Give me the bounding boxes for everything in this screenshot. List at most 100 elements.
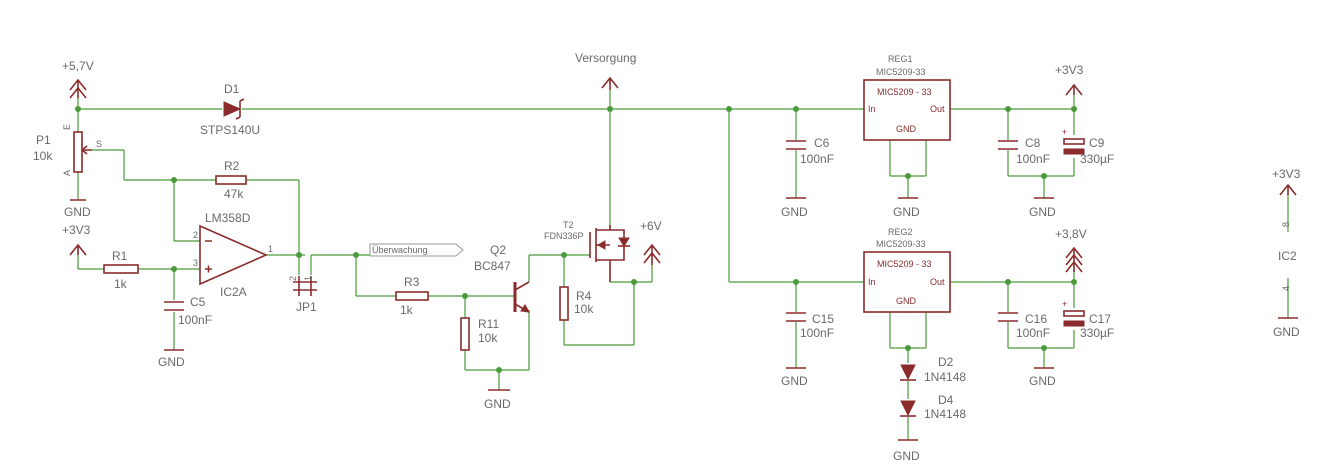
c6-value: 100nF — [800, 152, 834, 166]
p1-value: 10k — [33, 149, 53, 163]
c16-value: 100nF — [1016, 326, 1050, 340]
gnd-label-d4: GND — [893, 449, 920, 463]
capacitor-c17: + C17 330µF — [1062, 299, 1114, 340]
transistor-q2: Q2 BC847 — [474, 243, 530, 313]
reg2-name: REG2 — [888, 227, 913, 237]
c9-value: 330µF — [1080, 152, 1114, 166]
c17-value: 330µF — [1080, 326, 1114, 340]
supply-33v-reg1: +3V3 — [1055, 63, 1084, 96]
ic2-pin4: 4 — [1281, 286, 1291, 291]
d2-value: 1N4148 — [924, 370, 966, 384]
potentiometer-p1: P1 10k S E A — [33, 124, 102, 176]
supply-38v-label: +3,8V — [1055, 227, 1087, 241]
d4-name: D4 — [938, 393, 954, 407]
r2-name: R2 — [224, 159, 240, 173]
c6-name: C6 — [814, 136, 830, 150]
ic2a-pin2: 2 — [193, 230, 198, 240]
ic2a-pin1: 1 — [268, 244, 273, 254]
r1-name: R1 — [112, 249, 128, 263]
q2-name: Q2 — [490, 243, 506, 257]
gnd-label-c5: GND — [158, 355, 185, 369]
c17-name: C17 — [1089, 312, 1111, 326]
gnd-label-c6: GND — [781, 205, 808, 219]
capacitor-c15: C15 100nF — [786, 312, 834, 340]
c9-name: C9 — [1089, 136, 1105, 150]
versorgung-label: Versorgung — [575, 51, 636, 65]
ic2-pin8: 8 — [1281, 222, 1291, 227]
diode-d2: D2 1N4148 — [900, 355, 966, 384]
ic2a-pin3: 3 — [193, 258, 198, 268]
ic2a-value: LM358D — [205, 211, 251, 225]
wires — [77, 90, 1289, 440]
mosfet-t2: T2 FDN336P — [544, 220, 630, 282]
gnd-label-reg1: GND — [893, 205, 920, 219]
reg1-gnd: GND — [896, 124, 917, 134]
reg2-out: Out — [930, 277, 945, 287]
gnd-label-c8: GND — [1029, 205, 1056, 219]
supply-6v-label: +6V — [640, 219, 662, 233]
c17-plus: + — [1062, 299, 1067, 309]
gnd-label-r11: GND — [484, 397, 511, 411]
capacitor-c9: + C9 330µF — [1062, 127, 1114, 166]
ic2-power-part: 8 IC2 4 — [1278, 183, 1297, 291]
jumper-jp1: JP1 2 1 — [288, 276, 317, 314]
reg2-gnd: GND — [896, 296, 917, 306]
resistor-r4: R4 10k — [559, 286, 594, 321]
reg2-value: MIC5209-33 — [876, 239, 926, 249]
capacitor-c5: C5 100nF — [164, 295, 212, 327]
p1-pin-e: E — [62, 124, 72, 130]
d1-name: D1 — [224, 82, 240, 96]
supply-33v-opamp: +3V3 — [62, 223, 91, 256]
gnd-label-p1: GND — [64, 205, 91, 219]
c9-plus: + — [1062, 127, 1067, 137]
supply-57v: +5,7V — [62, 59, 94, 99]
r3-name: R3 — [404, 275, 420, 289]
supply-33v-ic2: +3V3 — [1272, 167, 1301, 181]
c16-name: C16 — [1025, 312, 1047, 326]
jp1-pin1: 1 — [303, 276, 313, 281]
capacitor-c8: C8 100nF — [998, 136, 1050, 166]
gnd-label-c15: GND — [781, 374, 808, 388]
ic2a-name: IC2A — [220, 285, 247, 299]
supply-versorgung: Versorgung — [575, 51, 636, 90]
supply-33v-ic2-label: +3V3 — [1272, 167, 1301, 181]
resistor-r2: R2 47k — [215, 159, 247, 201]
regulator-reg2: REG2 MIC5209-33 MIC5209 - 33 In Out GND — [863, 227, 951, 313]
supply-33v-label: +3V3 — [62, 223, 91, 237]
resistor-r11: R11 10k — [460, 317, 499, 351]
capacitor-c6: C6 100nF — [786, 136, 834, 166]
r2-value: 47k — [224, 187, 244, 201]
net-label-text: Überwachung — [372, 245, 428, 255]
c15-value: 100nF — [800, 326, 834, 340]
d4-value: 1N4148 — [924, 407, 966, 421]
t2-value: FDN336P — [544, 231, 584, 241]
jp1-name: JP1 — [296, 300, 317, 314]
p1-pin-s: S — [96, 139, 102, 149]
r1-value: 1k — [114, 277, 128, 291]
c8-value: 100nF — [1016, 152, 1050, 166]
jp1-pin2: 2 — [288, 276, 298, 281]
r4-value: 10k — [574, 302, 594, 316]
c8-name: C8 — [1025, 136, 1041, 150]
diode-d4: D4 1N4148 — [900, 393, 966, 421]
resistor-r3: R3 1k — [395, 275, 429, 317]
regulator-reg1: REG1 MIC5209-33 MIC5209 - 33 In Out GND — [863, 54, 951, 141]
c5-name: C5 — [190, 295, 206, 309]
r11-name: R11 — [478, 317, 499, 331]
supply-38v: +3,8V — [1055, 227, 1087, 273]
diode-d1: D1 STPS140U — [200, 82, 260, 137]
reg1-body: MIC5209 - 33 — [877, 87, 932, 97]
resistor-r1: R1 1k — [103, 249, 139, 291]
net-label-ueberwachung: Überwachung — [369, 243, 464, 257]
d2-name: D2 — [938, 355, 954, 369]
reg2-in: In — [868, 277, 876, 287]
gnd-label-ic2: GND — [1273, 325, 1300, 339]
reg1-out: Out — [930, 104, 945, 114]
supply-33v-reg1-label: +3V3 — [1055, 63, 1084, 77]
reg2-body: MIC5209 - 33 — [877, 259, 932, 269]
gnd-symbols — [70, 197, 1298, 441]
reg1-name: REG1 — [888, 54, 913, 64]
r4-name: R4 — [576, 289, 592, 303]
ic2-name: IC2 — [1278, 249, 1297, 263]
